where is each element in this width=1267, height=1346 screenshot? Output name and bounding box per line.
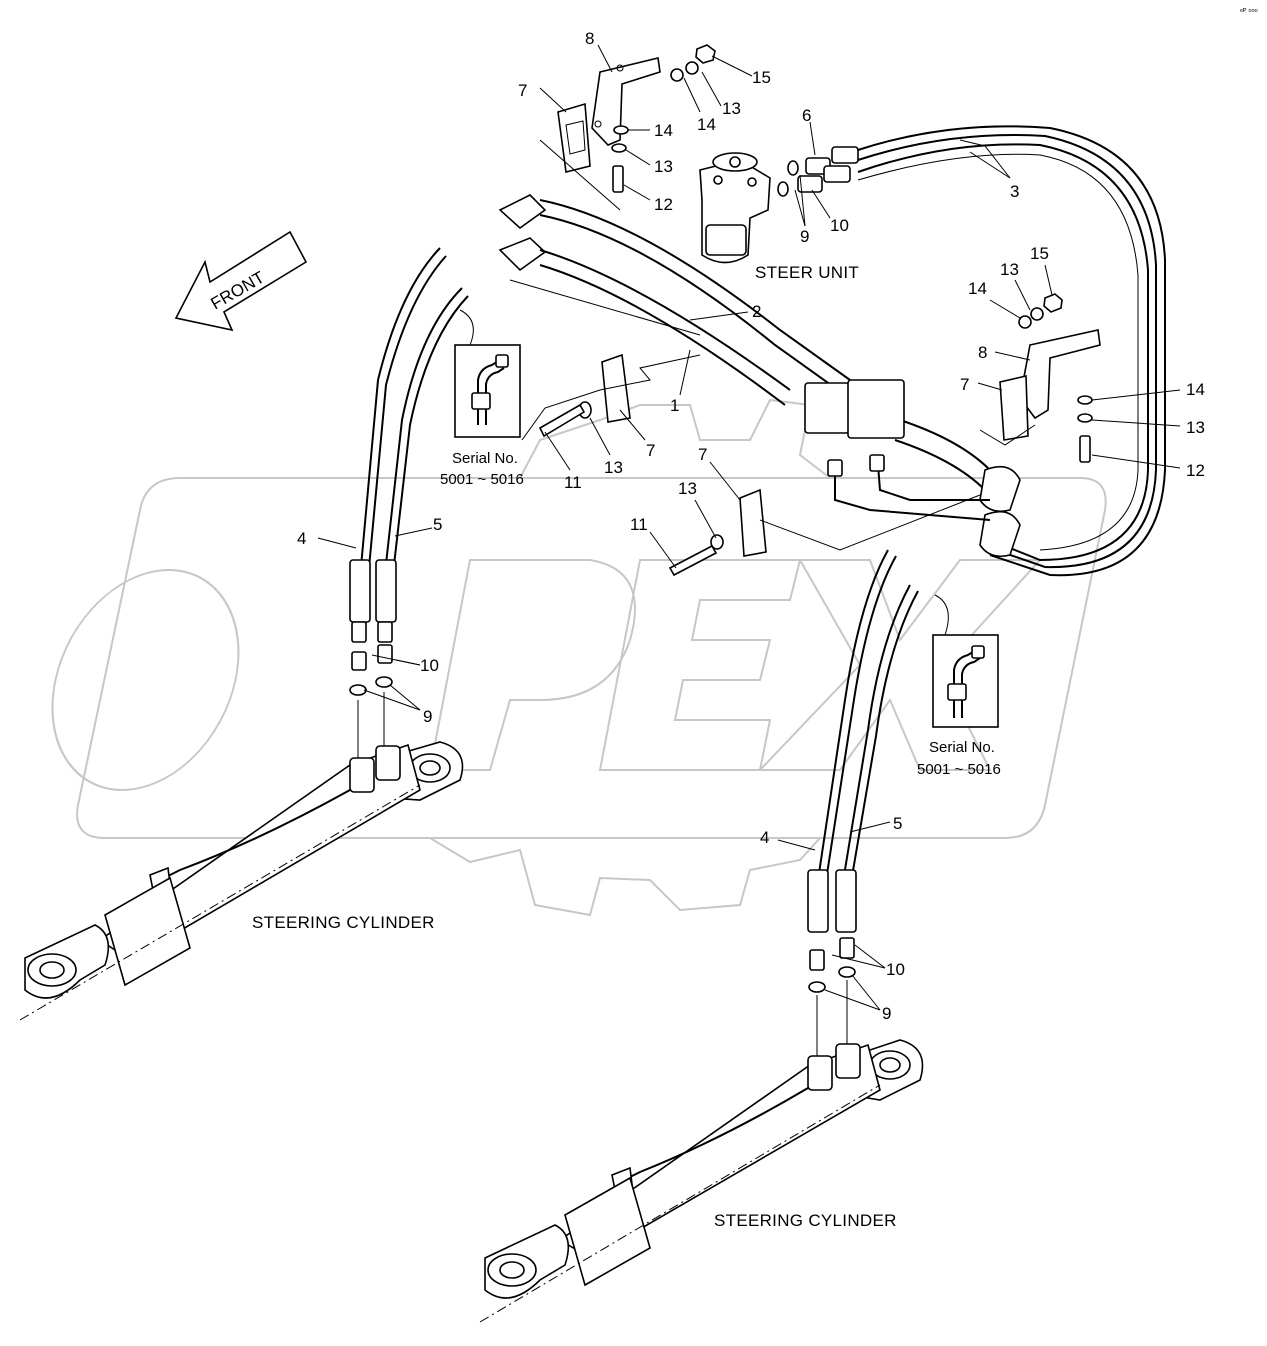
clamp-7-right — [999, 375, 1029, 441]
callout-label: 3 — [1010, 182, 1019, 201]
clamp-7-lower — [668, 488, 767, 577]
callout-label: 5 — [893, 814, 902, 833]
callout-label: 13 — [1000, 260, 1019, 279]
callout-label: 11 — [564, 473, 582, 492]
callout-label: 13 — [722, 99, 741, 118]
callout-label: 9 — [882, 1004, 891, 1023]
hose-3 — [857, 125, 1166, 577]
callout-label: 11 — [630, 515, 648, 534]
hardware-right — [1018, 293, 1093, 463]
callout-label: 13 — [678, 479, 697, 498]
callout-label: 8 — [978, 343, 987, 362]
steering-cylinder-left — [19, 692, 464, 1021]
hoses-left — [349, 247, 469, 696]
steering-cylinder-left-caption: STEERING CYLINDER — [252, 913, 435, 932]
callout-label: 9 — [800, 227, 809, 246]
callout-label: 7 — [646, 441, 655, 460]
clamp-7-middle — [538, 353, 631, 438]
callout-label: 13 — [654, 157, 673, 176]
callout-label: 14 — [697, 115, 716, 134]
callout-label: 5 — [433, 515, 442, 534]
bracket-8-top — [591, 57, 661, 146]
front-arrow: FRONT — [174, 230, 308, 332]
serial-note-right-title: Serial No. — [929, 739, 995, 756]
callout-label: 2 — [752, 302, 761, 321]
serial-note-left-title: Serial No. — [452, 450, 518, 467]
callout-label: 12 — [1186, 461, 1205, 480]
steer-unit-fittings — [777, 146, 859, 197]
steer-unit — [699, 152, 771, 264]
hoses-right — [807, 549, 919, 993]
callout-label: 13 — [604, 458, 623, 477]
serial-note-right-range: 5001 ~ 5016 — [917, 761, 1001, 778]
leader-lines — [317, 44, 1181, 1011]
callout-label: 9 — [423, 707, 432, 726]
callouts: 8 15 7 13 14 14 13 12 6 9 10 3 15 13 14 … — [297, 29, 1205, 1023]
steering-cylinder-right — [479, 980, 924, 1323]
callout-label: 14 — [968, 279, 987, 298]
callout-label: 7 — [518, 81, 527, 100]
callout-label: 14 — [1186, 380, 1205, 399]
callout-label: 6 — [802, 106, 811, 125]
opex-watermark — [51, 398, 1107, 917]
callout-label: 15 — [1030, 244, 1049, 263]
hardware-top — [611, 44, 716, 193]
corner-mark: ᵉᴾ ᵒᵒᵒ — [1240, 7, 1258, 16]
clamp-7-top — [557, 102, 591, 173]
callout-label: 15 — [752, 68, 771, 87]
callout-label: 4 — [760, 828, 769, 847]
serial-note-left-range: 5001 ~ 5016 — [440, 471, 524, 488]
callout-label: 10 — [830, 216, 849, 235]
main-tubes — [498, 194, 1021, 558]
callout-label: 13 — [1186, 418, 1205, 437]
callout-label: 10 — [420, 656, 439, 675]
steering-cylinder-right-caption: STEERING CYLINDER — [714, 1211, 897, 1230]
callout-label: 4 — [297, 529, 306, 548]
callout-label: 1 — [670, 396, 679, 415]
serial-note-left — [454, 309, 521, 438]
callout-label: 8 — [585, 29, 594, 48]
callout-label: 12 — [654, 195, 673, 214]
serial-note-right — [932, 594, 999, 728]
steer-unit-caption: STEER UNIT — [755, 263, 859, 282]
bracket-8-right — [1019, 329, 1101, 420]
callout-label: 14 — [654, 121, 673, 140]
callout-label: 10 — [886, 960, 905, 979]
callout-label: 7 — [960, 375, 969, 394]
callout-label: 7 — [698, 445, 707, 464]
